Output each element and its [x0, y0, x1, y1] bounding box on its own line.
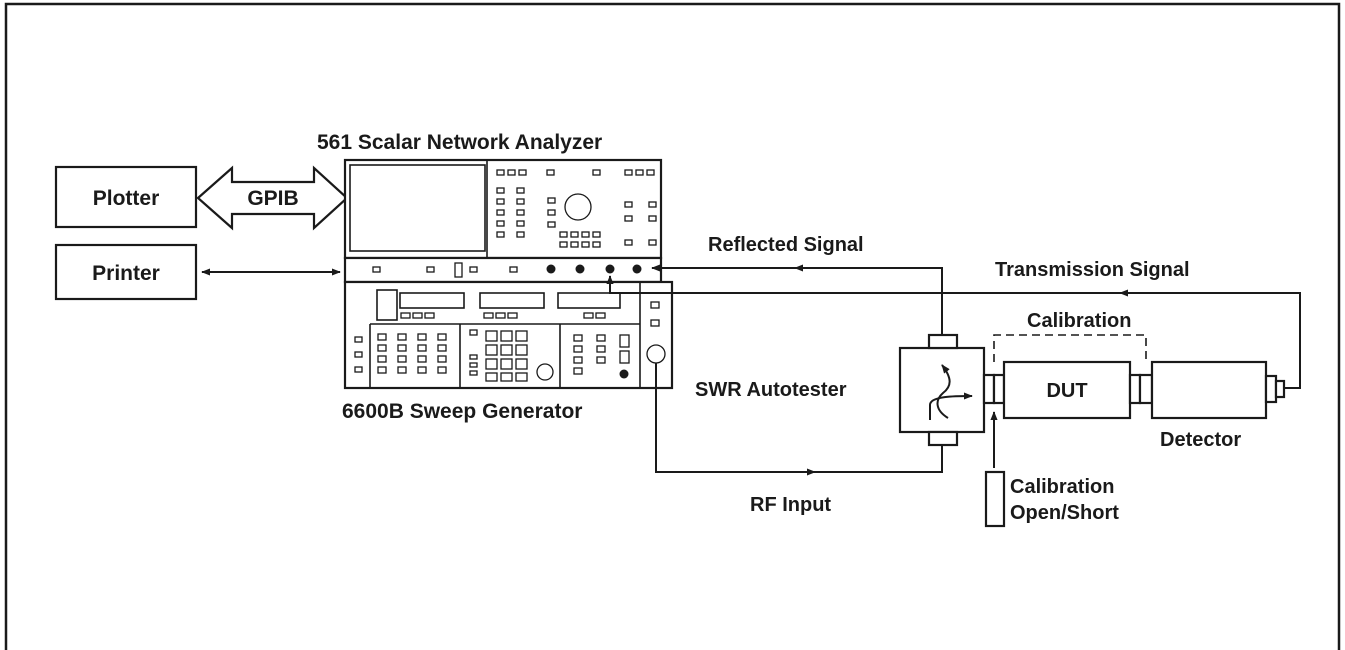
dut-box: DUT — [1002, 360, 1132, 420]
dut-label: DUT — [1046, 380, 1087, 402]
transmission-signal-path — [606, 275, 1301, 389]
calibration-open-line2: Open/Short — [1010, 502, 1119, 524]
reflected-label: Reflected Signal — [708, 234, 864, 256]
detector-connector — [1138, 373, 1154, 405]
plotter-box: Plotter — [54, 165, 198, 229]
detector-label: Detector — [1160, 429, 1241, 451]
connector-d — [632, 264, 642, 274]
plotter-label: Plotter — [93, 187, 160, 210]
rf-input-label: RF Input — [750, 494, 831, 516]
sweep-generator — [343, 280, 674, 390]
connector-c — [605, 264, 615, 274]
swr-autotester — [898, 333, 986, 447]
printer-box: Printer — [54, 243, 198, 301]
analyzer-title: 561 Scalar Network Analyzer — [317, 131, 602, 154]
generator-label: 6600B Sweep Generator — [342, 400, 582, 423]
calibration-bracket: Calibration — [993, 310, 1147, 362]
calibration-open-line1: Calibration — [1010, 476, 1114, 498]
gpib-bus-arrow: GPIB — [196, 165, 349, 231]
calibration-label: Calibration — [1027, 310, 1131, 332]
gpib-label: GPIB — [247, 187, 298, 210]
calibration-standard — [984, 470, 1006, 528]
swr-label: SWR Autotester — [695, 379, 847, 401]
connector-a — [546, 264, 556, 274]
transmission-label: Transmission Signal — [995, 259, 1190, 281]
printer-label: Printer — [92, 262, 160, 285]
swr-port-connector — [982, 373, 996, 405]
connector-panel — [343, 256, 663, 284]
dut-input-connector — [992, 373, 1006, 405]
dut-output-connector — [1128, 373, 1142, 405]
generator-keypad — [354, 301, 666, 382]
diagram-border — [4, 2, 1341, 650]
connector-b — [575, 264, 585, 274]
analyzer-keypad — [496, 169, 657, 248]
detector: Detector — [1150, 360, 1286, 451]
scalar-network-analyzer — [343, 158, 663, 260]
